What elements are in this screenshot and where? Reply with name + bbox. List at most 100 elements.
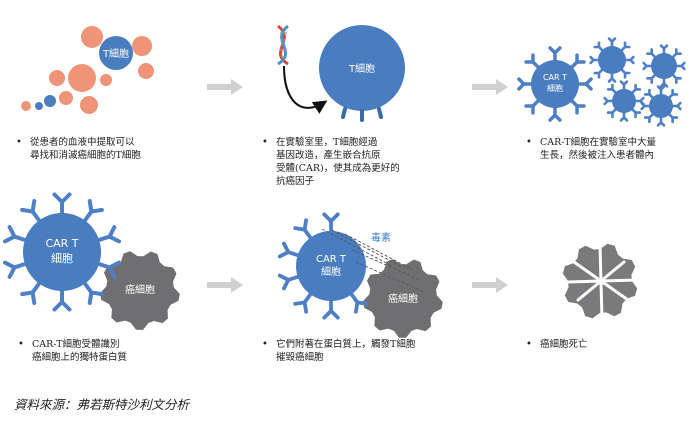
car-t-cell-small: CAR T 細胞 [517,46,593,122]
car-t-large-label-2: 細胞 [51,252,73,265]
bullet: • [262,137,268,148]
car-receptor [277,273,301,291]
car-receptor [674,61,686,71]
car-receptor [277,241,301,259]
car-receptor [322,212,340,234]
car-receptor [640,101,652,111]
process-arrow [472,79,508,95]
car-receptor [667,88,679,100]
car-receptor [593,41,605,53]
step-5-caption: • 它們附著在蛋白質上，觸發T細胞 摧毀癌細胞 [262,339,416,363]
process-arrow [472,277,508,293]
dead-cancer-cell [562,243,638,320]
car-receptor [646,73,657,84]
car-receptor [82,199,104,224]
car-receptor [630,107,642,119]
car-receptor [643,88,655,100]
step-1-caption: • 從患者的血液中提取可以 尋找和消滅癌細胞的T細胞 [16,137,141,161]
car-t-cell-large: CAR T 細胞 [2,192,122,312]
car-receptor [589,55,601,65]
car-receptor [603,96,615,106]
car-receptor [2,260,28,279]
car-receptor [524,53,541,70]
car-receptor [619,80,629,92]
car-t-cell-copy [642,44,686,88]
t-cell-label: T細胞 [102,47,129,60]
car-receptor [619,67,631,79]
cancer-cell-label-2: 癌細胞 [388,292,418,305]
car-receptor [569,98,586,115]
car-receptor [656,115,666,127]
car-receptor [548,105,562,122]
car-receptor [96,225,122,244]
car-receptor [20,199,42,224]
car-receptor [293,291,313,314]
bullet: • [262,339,268,350]
process-arrow [207,277,243,293]
car-receptor [659,44,669,56]
car-t-small-label-2: 細胞 [547,83,563,93]
bullet: • [526,339,532,350]
car-receptor [524,98,541,115]
car-receptor [670,101,682,111]
car-receptor [52,288,72,312]
car-receptor [548,46,562,63]
step-4-caption: • CAR-T細胞受體識別 癌細胞上的獨特蛋白質 [18,339,128,363]
car-receptor [671,73,682,84]
car-receptor [82,280,104,305]
t-cell-label-2: T細胞 [348,62,375,75]
car-receptor [671,48,682,59]
car-receptor [293,218,313,241]
car-receptor [569,53,586,70]
car-receptor [646,48,657,59]
toxin-lines [321,228,425,293]
car-receptor [607,71,617,83]
step-2-caption: • 在實驗室里，T細胞經過 基因改造，產生嵌合抗原 受體(CAR)，使其成為更好… [262,137,400,187]
car-receptor [607,37,617,49]
car-receptor [642,61,654,71]
step-3-caption: • CAR-T細胞在實驗室中大量 生長，然後被注入患者體內 [526,137,656,161]
car-receptor [2,225,28,244]
cancer-cell-label: 癌細胞 [125,283,155,296]
cancer-cell: 癌細胞 [100,251,180,330]
blood-cells-cluster: T細胞 [21,26,154,114]
car-receptor [20,280,42,305]
cancer-cell-target: 癌細胞 [363,259,443,338]
car-t-attached-label-2: 細胞 [321,265,341,278]
car-receptor [52,192,72,216]
car-t-large-label-1: CAR T [45,237,78,250]
bullet: • [16,137,22,148]
car-receptor [322,298,340,320]
toxin-label: 毒素 [371,231,391,244]
car-t-cell-copy [640,85,682,127]
car-receptor [656,85,666,97]
t-cell-large: T細胞 [319,25,405,122]
car-receptor [576,77,593,91]
car-t-cell-copy [589,37,635,83]
car-receptor [630,83,642,95]
car-t-cell-attached: CAR T 細胞 [277,212,369,320]
bullet: • [526,137,532,148]
car-receptor [96,260,122,279]
source-note: 資料來源：弗若斯特沙利文分析 [14,397,190,412]
process-arrow [207,79,243,95]
car-receptor [606,83,618,95]
car-receptor [517,77,534,91]
bullet: • [18,339,24,350]
car-receptor [619,41,631,53]
car-t-small-label-1: CAR T [543,73,567,82]
car-receptor [623,55,635,65]
car-receptor [667,112,679,124]
car-t-cell-copy [603,80,645,122]
car-receptor [593,67,605,79]
dna-icon [276,24,290,66]
car-receptor [659,76,669,88]
transfer-arrow [283,65,328,114]
car-t-attached-label-1: CAR T [316,254,347,265]
step-6-caption: • 癌細胞死亡 [526,339,588,350]
car-receptor [619,110,629,122]
car-receptor [349,291,369,314]
car-receptor [643,112,655,124]
car-receptor [606,107,618,119]
